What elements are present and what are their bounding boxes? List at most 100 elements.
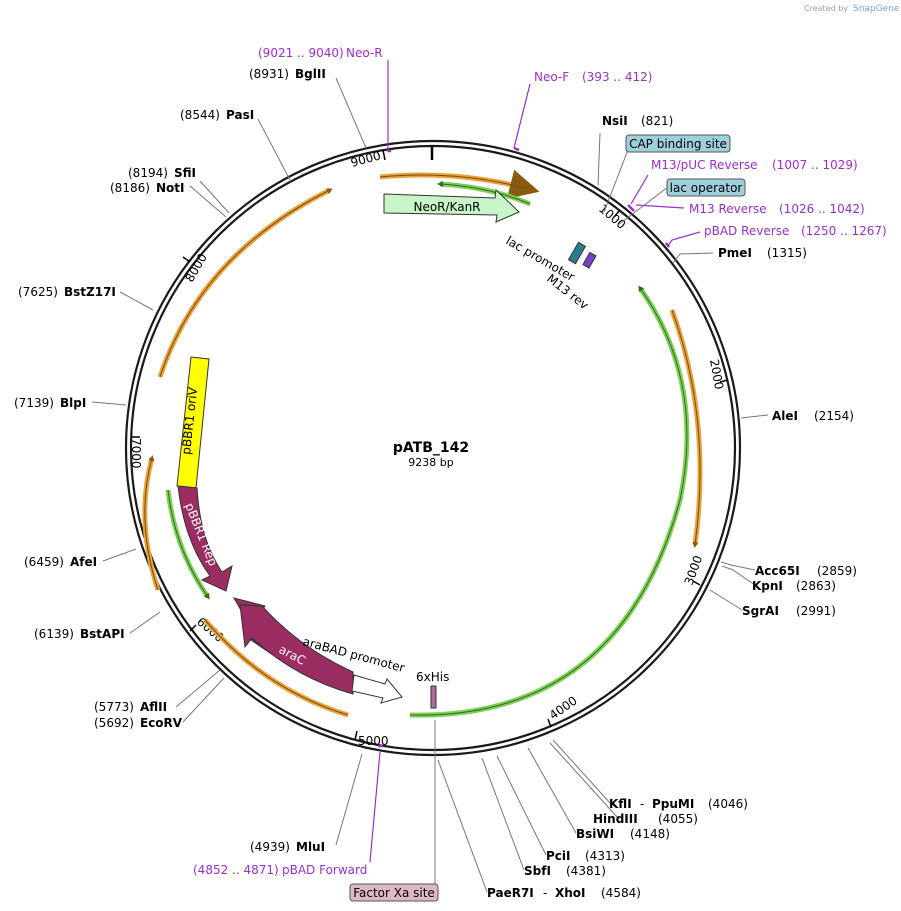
neor-kanr-feature bbox=[383, 188, 520, 223]
site-name-pcii: PciI bbox=[546, 849, 571, 863]
cap-binding-site-label: CAP binding site bbox=[629, 137, 727, 151]
primer-range-neo-f: (393 .. 412) bbox=[582, 70, 652, 84]
site-name-xhoi: XhoI bbox=[555, 886, 586, 900]
site-pos-sbfi: (4381) bbox=[566, 864, 606, 878]
lac-promoter-label: lac promoter bbox=[504, 233, 578, 284]
site-name-ppumi: PpuMI bbox=[652, 797, 694, 811]
site-pos-kfli: (4046) bbox=[708, 797, 748, 811]
site-pos-sgrai: (2991) bbox=[796, 604, 836, 618]
tick-label-8000: 8000 bbox=[182, 251, 209, 284]
site-pos-bsiwi: (4148) bbox=[630, 827, 670, 841]
primer-range-neo-r: (9021 .. 9040) bbox=[258, 46, 344, 60]
site-name-bstapi: BstAPI bbox=[80, 627, 125, 641]
site-name-bsiwi: BsiWI bbox=[576, 827, 614, 841]
site-pos-bglii: (8931) bbox=[249, 67, 289, 81]
site-name-paer7i: PaeR7I bbox=[487, 886, 534, 900]
lac-operator-label: lac operator bbox=[670, 181, 743, 195]
orf-arc-left-upper bbox=[157, 187, 332, 378]
primer-marks bbox=[378, 146, 670, 748]
site-pos-bstz17i: (7625) bbox=[18, 285, 58, 299]
primer-name-m13-reverse: M13 Reverse bbox=[689, 202, 767, 216]
site-pos-ecorv: (5692) bbox=[94, 716, 134, 730]
lac-operator-box bbox=[666, 178, 746, 197]
site-name-nsii: NsiI bbox=[602, 114, 628, 128]
site-name-afei: AfeI bbox=[70, 555, 97, 569]
site-pos-nsii: (821) bbox=[641, 114, 673, 128]
primer-name-m13-puc-reverse: M13/pUC Reverse bbox=[651, 158, 758, 172]
site-pos-alei: (2154) bbox=[814, 409, 854, 423]
site-sep-paer7i: - bbox=[543, 886, 547, 900]
site-leader-lines bbox=[91, 77, 769, 893]
primer-range-m13-reverse: (1026 .. 1042) bbox=[779, 202, 865, 216]
site-pos-xhoi: (4584) bbox=[601, 886, 641, 900]
plasmid-name: pATB_142 bbox=[393, 440, 469, 456]
site-name-mlui: MluI bbox=[296, 840, 325, 854]
site-name-sfii: SfiI bbox=[174, 166, 196, 180]
orf-arc-right-green bbox=[409, 286, 690, 718]
factor-xa-site-box bbox=[349, 883, 439, 902]
site-pos-mlui: (4939) bbox=[250, 840, 290, 854]
tick-marks bbox=[131, 149, 729, 741]
site-name-pasi: PasI bbox=[226, 108, 254, 122]
box-leader-lines bbox=[434, 149, 669, 884]
primer-labels: (9021 .. 9040) Neo-R Neo-F (393 .. 412) … bbox=[193, 46, 887, 877]
primer-name-pbad-forward: pBAD Forward bbox=[282, 863, 367, 877]
neor-kanr-label: NeoR/KanR bbox=[413, 200, 480, 214]
tick-label-7000: 7000 bbox=[129, 438, 143, 469]
primer-name-pbad-reverse: pBAD Reverse bbox=[704, 224, 789, 238]
site-pos-pasi: (8544) bbox=[180, 108, 220, 122]
arabad-promoter-feature bbox=[351, 674, 403, 704]
site-name-pmei: PmeI bbox=[718, 246, 752, 260]
orf-arcs bbox=[142, 169, 703, 718]
site-name-blpi: BlpI bbox=[60, 396, 86, 410]
site-pos-blpi: (7139) bbox=[14, 396, 54, 410]
site-name-bstz17i: BstZ17I bbox=[64, 285, 116, 299]
site-name-hindiii: HindIII bbox=[593, 812, 638, 826]
primer-name-neo-f: Neo-F bbox=[534, 70, 569, 84]
site-pos-bstapi: (6139) bbox=[34, 627, 74, 641]
site-name-kpni: KpnI bbox=[752, 579, 783, 593]
primer-range-pbad-forward: (4852 .. 4871) bbox=[193, 863, 279, 877]
site-pos-kpni: (2863) bbox=[796, 579, 836, 593]
site-pos-hindiii: (4055) bbox=[658, 812, 698, 826]
site-pos-afei: (6459) bbox=[24, 555, 64, 569]
primer-range-pbad-reverse: (1250 .. 1267) bbox=[801, 224, 887, 238]
site-name-sbfi: SbfI bbox=[524, 864, 551, 878]
plasmid-size: 9238 bp bbox=[408, 456, 453, 469]
factor-xa-site-label: Factor Xa site bbox=[353, 886, 435, 900]
snapgene-logo: SnapGene bbox=[853, 4, 900, 14]
6xhis-label: 6xHis bbox=[416, 670, 449, 684]
cap-binding-feature bbox=[567, 241, 587, 265]
tick-label-3000: 3000 bbox=[682, 554, 706, 587]
tick-label-5000: 5000 bbox=[358, 734, 389, 748]
backbone-outer bbox=[124, 139, 742, 757]
site-name-sgrai: SgrAI bbox=[742, 604, 779, 618]
site-pos-aflii: (5773) bbox=[94, 700, 134, 714]
site-labels-right: NsiI (821) PmeI (1315) AleI (2154) Acc65… bbox=[487, 114, 857, 900]
tick-label-4000: 4000 bbox=[547, 693, 580, 722]
site-name-acc65i: Acc65I bbox=[755, 564, 800, 578]
cap-binding-site-box bbox=[625, 134, 731, 153]
pbbr1-rep-feature bbox=[177, 485, 233, 592]
site-labels-left: (8931) BglII (8544) PasI (8194) SfiI (81… bbox=[14, 67, 326, 854]
primer-name-neo-r: Neo-R bbox=[346, 46, 383, 60]
site-sep-kfli: - bbox=[640, 797, 644, 811]
tick-label-2000: 2000 bbox=[707, 358, 726, 391]
site-name-ecorv: EcoRV bbox=[140, 716, 183, 730]
site-pos-sfii: (8194) bbox=[128, 166, 168, 180]
site-pos-pcii: (4313) bbox=[585, 849, 625, 863]
site-name-noti: NotI bbox=[156, 181, 185, 195]
credit-text: Created by bbox=[804, 4, 848, 13]
primer-range-m13-puc-reverse: (1007 .. 1029) bbox=[772, 158, 858, 172]
site-name-alei: AleI bbox=[772, 409, 798, 423]
site-pos-acc65i: (2859) bbox=[817, 564, 857, 578]
site-pos-noti: (8186) bbox=[110, 181, 150, 195]
site-pos-pmei: (1315) bbox=[767, 246, 807, 260]
m13-rev-feature bbox=[582, 251, 597, 269]
site-name-bglii: BglII bbox=[295, 67, 326, 81]
site-name-aflii: AflII bbox=[140, 700, 167, 714]
primer-leader-lines bbox=[369, 60, 701, 863]
6xhis-feature bbox=[430, 685, 437, 709]
site-name-kfli: KflI bbox=[609, 797, 632, 811]
